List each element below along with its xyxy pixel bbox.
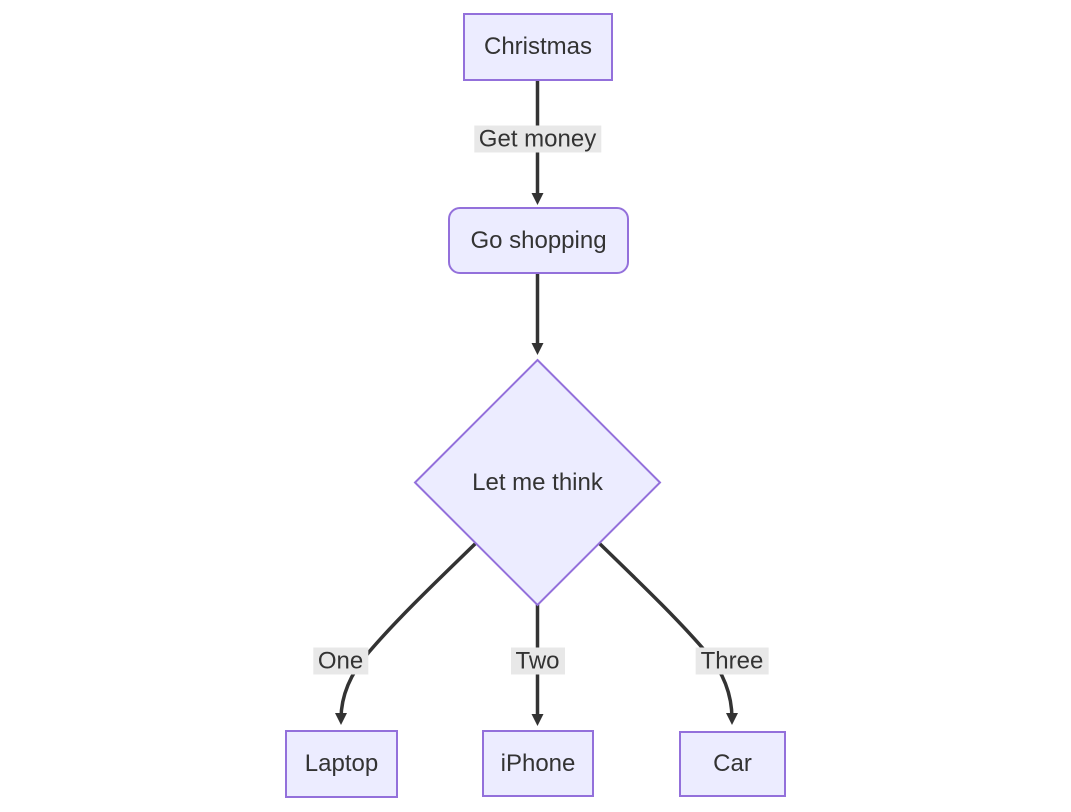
node-christmas: Christmas — [463, 13, 613, 81]
node-christmas-label: Christmas — [483, 33, 592, 60]
edge-label-two: Two — [510, 647, 565, 675]
node-car: Car — [679, 731, 786, 797]
edge-label-three: Three — [695, 647, 769, 675]
edge-letmethink-car — [597, 541, 738, 725]
node-iphone: iPhone — [482, 730, 594, 797]
edge-letmethink-laptop — [335, 541, 478, 725]
node-car-label: Car — [713, 750, 752, 777]
node-laptop: Laptop — [285, 730, 398, 798]
edge-label-one: One — [312, 647, 369, 675]
node-let-me-think-shape — [413, 358, 662, 607]
node-go-shopping-label: Go shopping — [470, 226, 607, 254]
node-iphone-label: iPhone — [500, 749, 576, 777]
node-go-shopping: Go shopping — [448, 207, 629, 274]
node-let-me-think-label: Let me think — [472, 468, 603, 496]
node-laptop-label: Laptop — [304, 750, 379, 777]
edge-label-get-money: Get money — [473, 125, 602, 153]
node-let-me-think: Let me think — [415, 360, 660, 605]
